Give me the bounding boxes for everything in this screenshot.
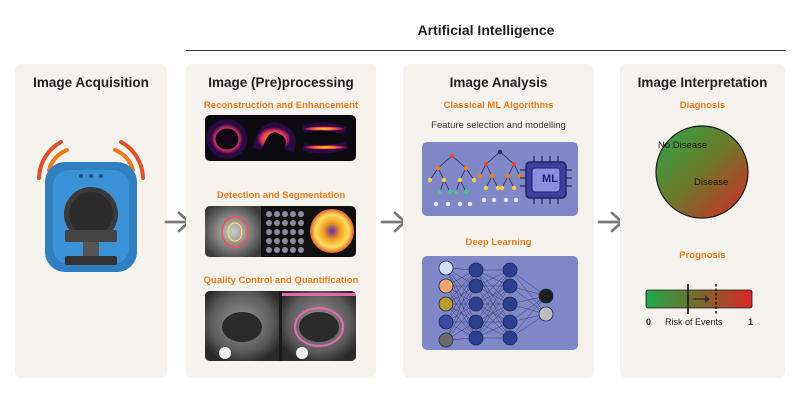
ai-title: Artificial Intelligence	[417, 22, 555, 38]
reconstruction-image-art	[206, 119, 349, 159]
risk-max-label: 1	[748, 317, 754, 327]
neural-network-icon	[438, 260, 554, 348]
quantification-image	[205, 291, 356, 361]
segmentation-image	[205, 206, 356, 257]
decision-tree-icon	[427, 149, 572, 207]
quantification-image-art	[205, 291, 356, 361]
neural-network-illustration	[422, 256, 578, 350]
panel-title: Image (Pre)processing	[208, 75, 354, 90]
no-disease-label: No Disease	[658, 140, 708, 151]
panel-title: Image Interpretation	[637, 75, 768, 90]
panel-title: Image Analysis	[449, 75, 548, 90]
section-title-detection: Detection and Segmentation	[216, 190, 346, 201]
panel-title: Image Acquisition	[33, 75, 149, 90]
disease-label: Disease	[694, 177, 729, 188]
diagnosis-circle	[655, 125, 749, 219]
reconstruction-image	[205, 115, 356, 161]
section-title-quality: Quality Control and Quantification	[203, 275, 359, 286]
scanner-icon	[37, 140, 145, 272]
segmentation-image-art	[205, 206, 354, 257]
ml-chip-label: ML	[542, 173, 558, 185]
classical-ml-description: Feature selection and modelling	[431, 120, 566, 131]
classical-ml-illustration: ML	[422, 142, 578, 216]
section-title-classical-ml: Classical ML Algorithms	[443, 100, 554, 111]
section-title-diagnosis: Diagnosis	[679, 100, 726, 111]
panel-image-interpretation: Image Interpretation Diagnosis No Diseas…	[620, 64, 785, 378]
ai-bracket-line	[186, 50, 786, 51]
section-title-deep-learning: Deep Learning	[465, 237, 532, 248]
risk-min-label: 0	[646, 317, 652, 327]
section-title-reconstruction: Reconstruction and Enhancement	[203, 100, 359, 111]
risk-axis-label: Risk of Events	[665, 317, 723, 327]
panel-image-preprocessing: Image (Pre)processing Reconstruction and…	[186, 64, 376, 378]
section-title-prognosis: Prognosis	[679, 250, 726, 261]
panel-image-analysis: Image Analysis Classical ML Algorithms F…	[403, 64, 594, 378]
panel-image-acquisition: Image Acquisition	[15, 64, 167, 378]
risk-bar	[645, 284, 753, 314]
